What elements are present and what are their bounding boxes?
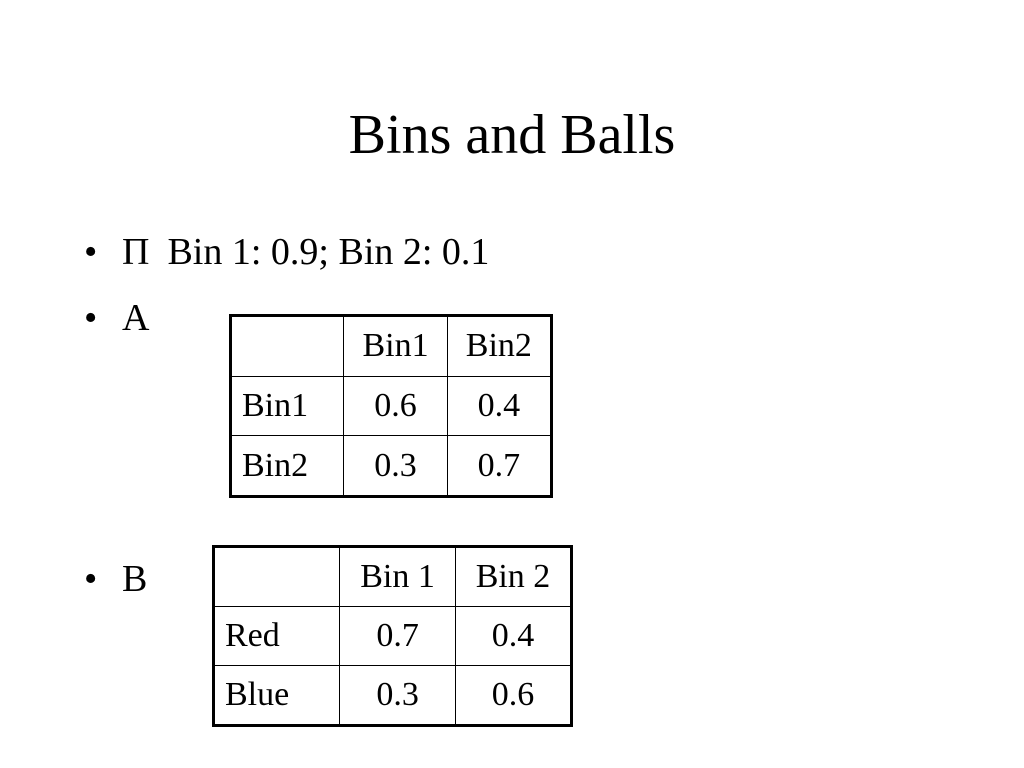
table-row: Red 0.7 0.4 (212, 606, 572, 666)
column-header: Bin1 (343, 315, 448, 377)
table-cell: 0.3 (339, 665, 457, 726)
table-header-row: Bin 1 Bin 2 (212, 546, 572, 607)
row-header: Bin2 (229, 435, 345, 497)
column-header: Bin 1 (339, 546, 457, 607)
table-cell: 0.3 (343, 435, 448, 497)
table-row: Bin2 0.3 0.7 (229, 435, 553, 497)
bullet-dot: • (84, 231, 98, 273)
table-cell: 0.6 (455, 665, 572, 726)
table-corner-cell (212, 546, 341, 607)
pi-symbol: Π (122, 231, 150, 273)
bullet-b-text: B (122, 558, 148, 600)
bullet-a: •A (84, 296, 149, 340)
table-cell: 0.4 (455, 606, 572, 666)
table-row: Bin1 0.6 0.4 (229, 375, 553, 437)
table-corner-cell (229, 315, 345, 377)
table-row: Blue 0.3 0.6 (212, 665, 572, 726)
row-header: Bin1 (229, 375, 345, 437)
slide-title: Bins and Balls (348, 104, 676, 166)
table-cell: 0.7 (446, 435, 553, 497)
row-header: Red (212, 606, 341, 666)
transition-table-a: Bin1 Bin2 Bin1 0.6 0.4 Bin2 0.3 0.7 (229, 314, 553, 498)
table-cell: 0.4 (446, 375, 553, 437)
bullet-b: •B (84, 557, 147, 601)
column-header: Bin2 (446, 315, 553, 377)
table-cell: 0.6 (343, 375, 448, 437)
table-header-row: Bin1 Bin2 (229, 315, 553, 377)
bullet-dot: • (84, 558, 98, 600)
bullet-pi-text: Bin 1: 0.9; Bin 2: 0.1 (167, 231, 490, 273)
bullet-a-text: A (122, 297, 150, 339)
row-header: Blue (212, 665, 341, 726)
bullet-dot: • (84, 297, 98, 339)
bullet-pi: • Π Bin 1: 0.9; Bin 2: 0.1 (84, 230, 489, 274)
table-cell: 0.7 (339, 606, 457, 666)
column-header: Bin 2 (455, 546, 572, 607)
emission-table-b: Bin 1 Bin 2 Red 0.7 0.4 Blue 0.3 0.6 (212, 545, 573, 727)
